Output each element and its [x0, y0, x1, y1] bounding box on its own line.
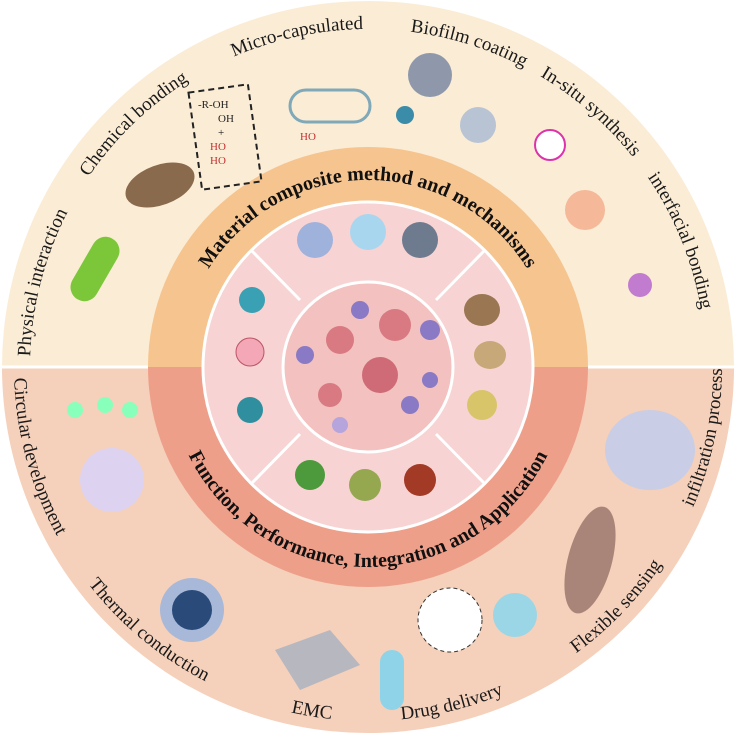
chem-ho-1: HO	[210, 141, 226, 153]
chem-plus: +	[218, 127, 224, 139]
capsule-ho: HO	[300, 131, 316, 143]
cell-icon	[80, 448, 144, 512]
drug-carrier-icon	[380, 650, 404, 710]
neuron-icon	[628, 273, 652, 297]
outer-top-illustrations	[70, 53, 652, 302]
core-dividers	[249, 248, 487, 486]
tissue-cells	[296, 301, 440, 433]
capsule-icon	[288, 88, 372, 124]
chem-ho-2: HO	[210, 155, 226, 167]
sphere-icon	[408, 53, 452, 97]
sensor-icon	[564, 506, 616, 614]
bacterium-icon	[70, 236, 120, 302]
core-cell-icons	[235, 214, 506, 501]
chemical-bond-box: -R-OH OH + HO HO HO	[187, 83, 316, 191]
chem-oh: OH	[218, 113, 234, 125]
macrophage-icon	[605, 410, 695, 490]
emc-icon	[275, 630, 360, 690]
outer-bottom-illustrations	[67, 397, 695, 710]
synthesis-icon	[534, 129, 566, 161]
microbe-icon	[125, 162, 195, 208]
chem-r-oh: -R-OH	[198, 99, 229, 111]
